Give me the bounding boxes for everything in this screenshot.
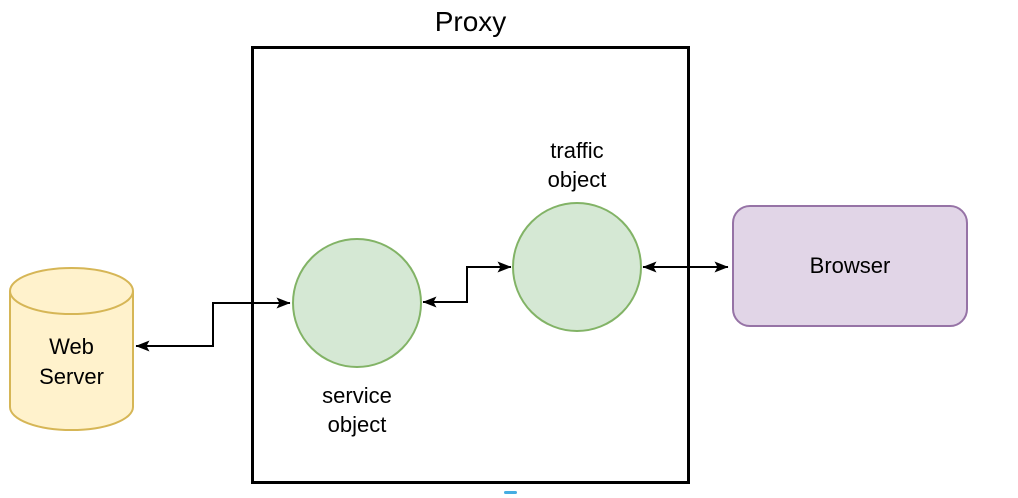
web-server-label-line2: Server [39, 364, 104, 389]
service-object-label-line2: object [327, 412, 387, 437]
service-object-node [292, 238, 422, 368]
traffic-object-label: traffic object [507, 136, 647, 194]
proxy-title: Proxy [434, 6, 507, 37]
cylinder-rim [9, 290, 134, 315]
traffic-object-label-line2: object [547, 167, 607, 192]
web-server-label: Web Server [10, 332, 133, 392]
service-object-label-line1: service [322, 383, 392, 408]
browser-node: Browser [732, 205, 968, 327]
traffic-object-label-line1: traffic [550, 138, 604, 163]
browser-label: Browser [809, 253, 891, 278]
web-server-label-line1: Web [49, 334, 94, 359]
blue-dash-artifact [504, 491, 517, 494]
service-object-label: service object [287, 381, 427, 439]
traffic-object-node [512, 202, 642, 332]
